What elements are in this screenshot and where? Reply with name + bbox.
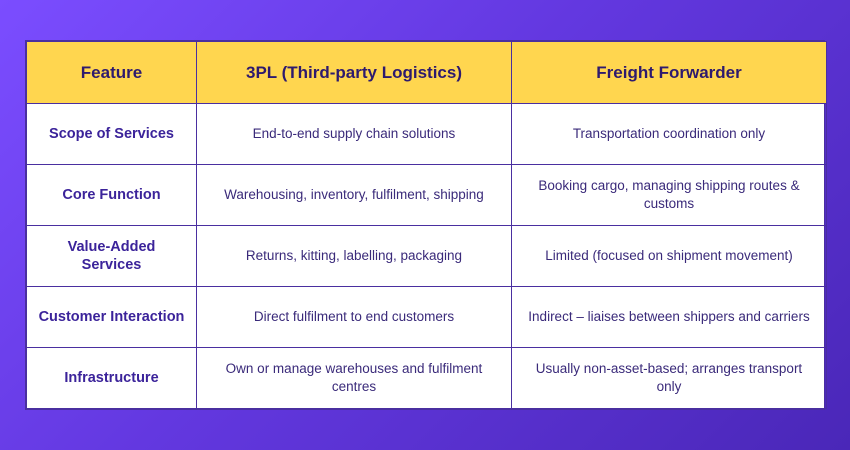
row-feature-label: Infrastructure bbox=[26, 347, 197, 409]
comparison-table: Feature 3PL (Third-party Logistics) Frei… bbox=[25, 40, 827, 410]
comparison-grid: Feature 3PL (Third-party Logistics) Frei… bbox=[26, 41, 827, 409]
table-row: Scope of Services End-to-end supply chai… bbox=[26, 103, 827, 165]
row-feature-label: Core Function bbox=[26, 164, 197, 226]
header-3pl: 3PL (Third-party Logistics) bbox=[196, 41, 512, 104]
table-row: Infrastructure Own or manage warehouses … bbox=[26, 347, 827, 409]
header-feature: Feature bbox=[26, 41, 197, 104]
row-3pl-cell: Own or manage warehouses and fulfilment … bbox=[196, 347, 512, 409]
row-feature-label: Value-Added Services bbox=[26, 225, 197, 287]
row-3pl-cell: End-to-end supply chain solutions bbox=[196, 103, 512, 165]
table-row: Customer Interaction Direct fulfilment t… bbox=[26, 286, 827, 348]
table-row: Core Function Warehousing, inventory, fu… bbox=[26, 164, 827, 226]
row-3pl-cell: Direct fulfilment to end customers bbox=[196, 286, 512, 348]
row-ff-cell: Indirect – liaises between shippers and … bbox=[511, 286, 827, 348]
row-ff-cell: Transportation coordination only bbox=[511, 103, 827, 165]
row-ff-cell: Usually non-asset-based; arranges transp… bbox=[511, 347, 827, 409]
row-3pl-cell: Returns, kitting, labelling, packaging bbox=[196, 225, 512, 287]
row-3pl-cell: Warehousing, inventory, fulfilment, ship… bbox=[196, 164, 512, 226]
row-feature-label: Scope of Services bbox=[26, 103, 197, 165]
header-freight-forwarder: Freight Forwarder bbox=[511, 41, 827, 104]
header-row: Feature 3PL (Third-party Logistics) Frei… bbox=[26, 41, 827, 104]
row-ff-cell: Booking cargo, managing shipping routes … bbox=[511, 164, 827, 226]
row-ff-cell: Limited (focused on shipment movement) bbox=[511, 225, 827, 287]
row-feature-label: Customer Interaction bbox=[26, 286, 197, 348]
table-row: Value-Added Services Returns, kitting, l… bbox=[26, 225, 827, 287]
